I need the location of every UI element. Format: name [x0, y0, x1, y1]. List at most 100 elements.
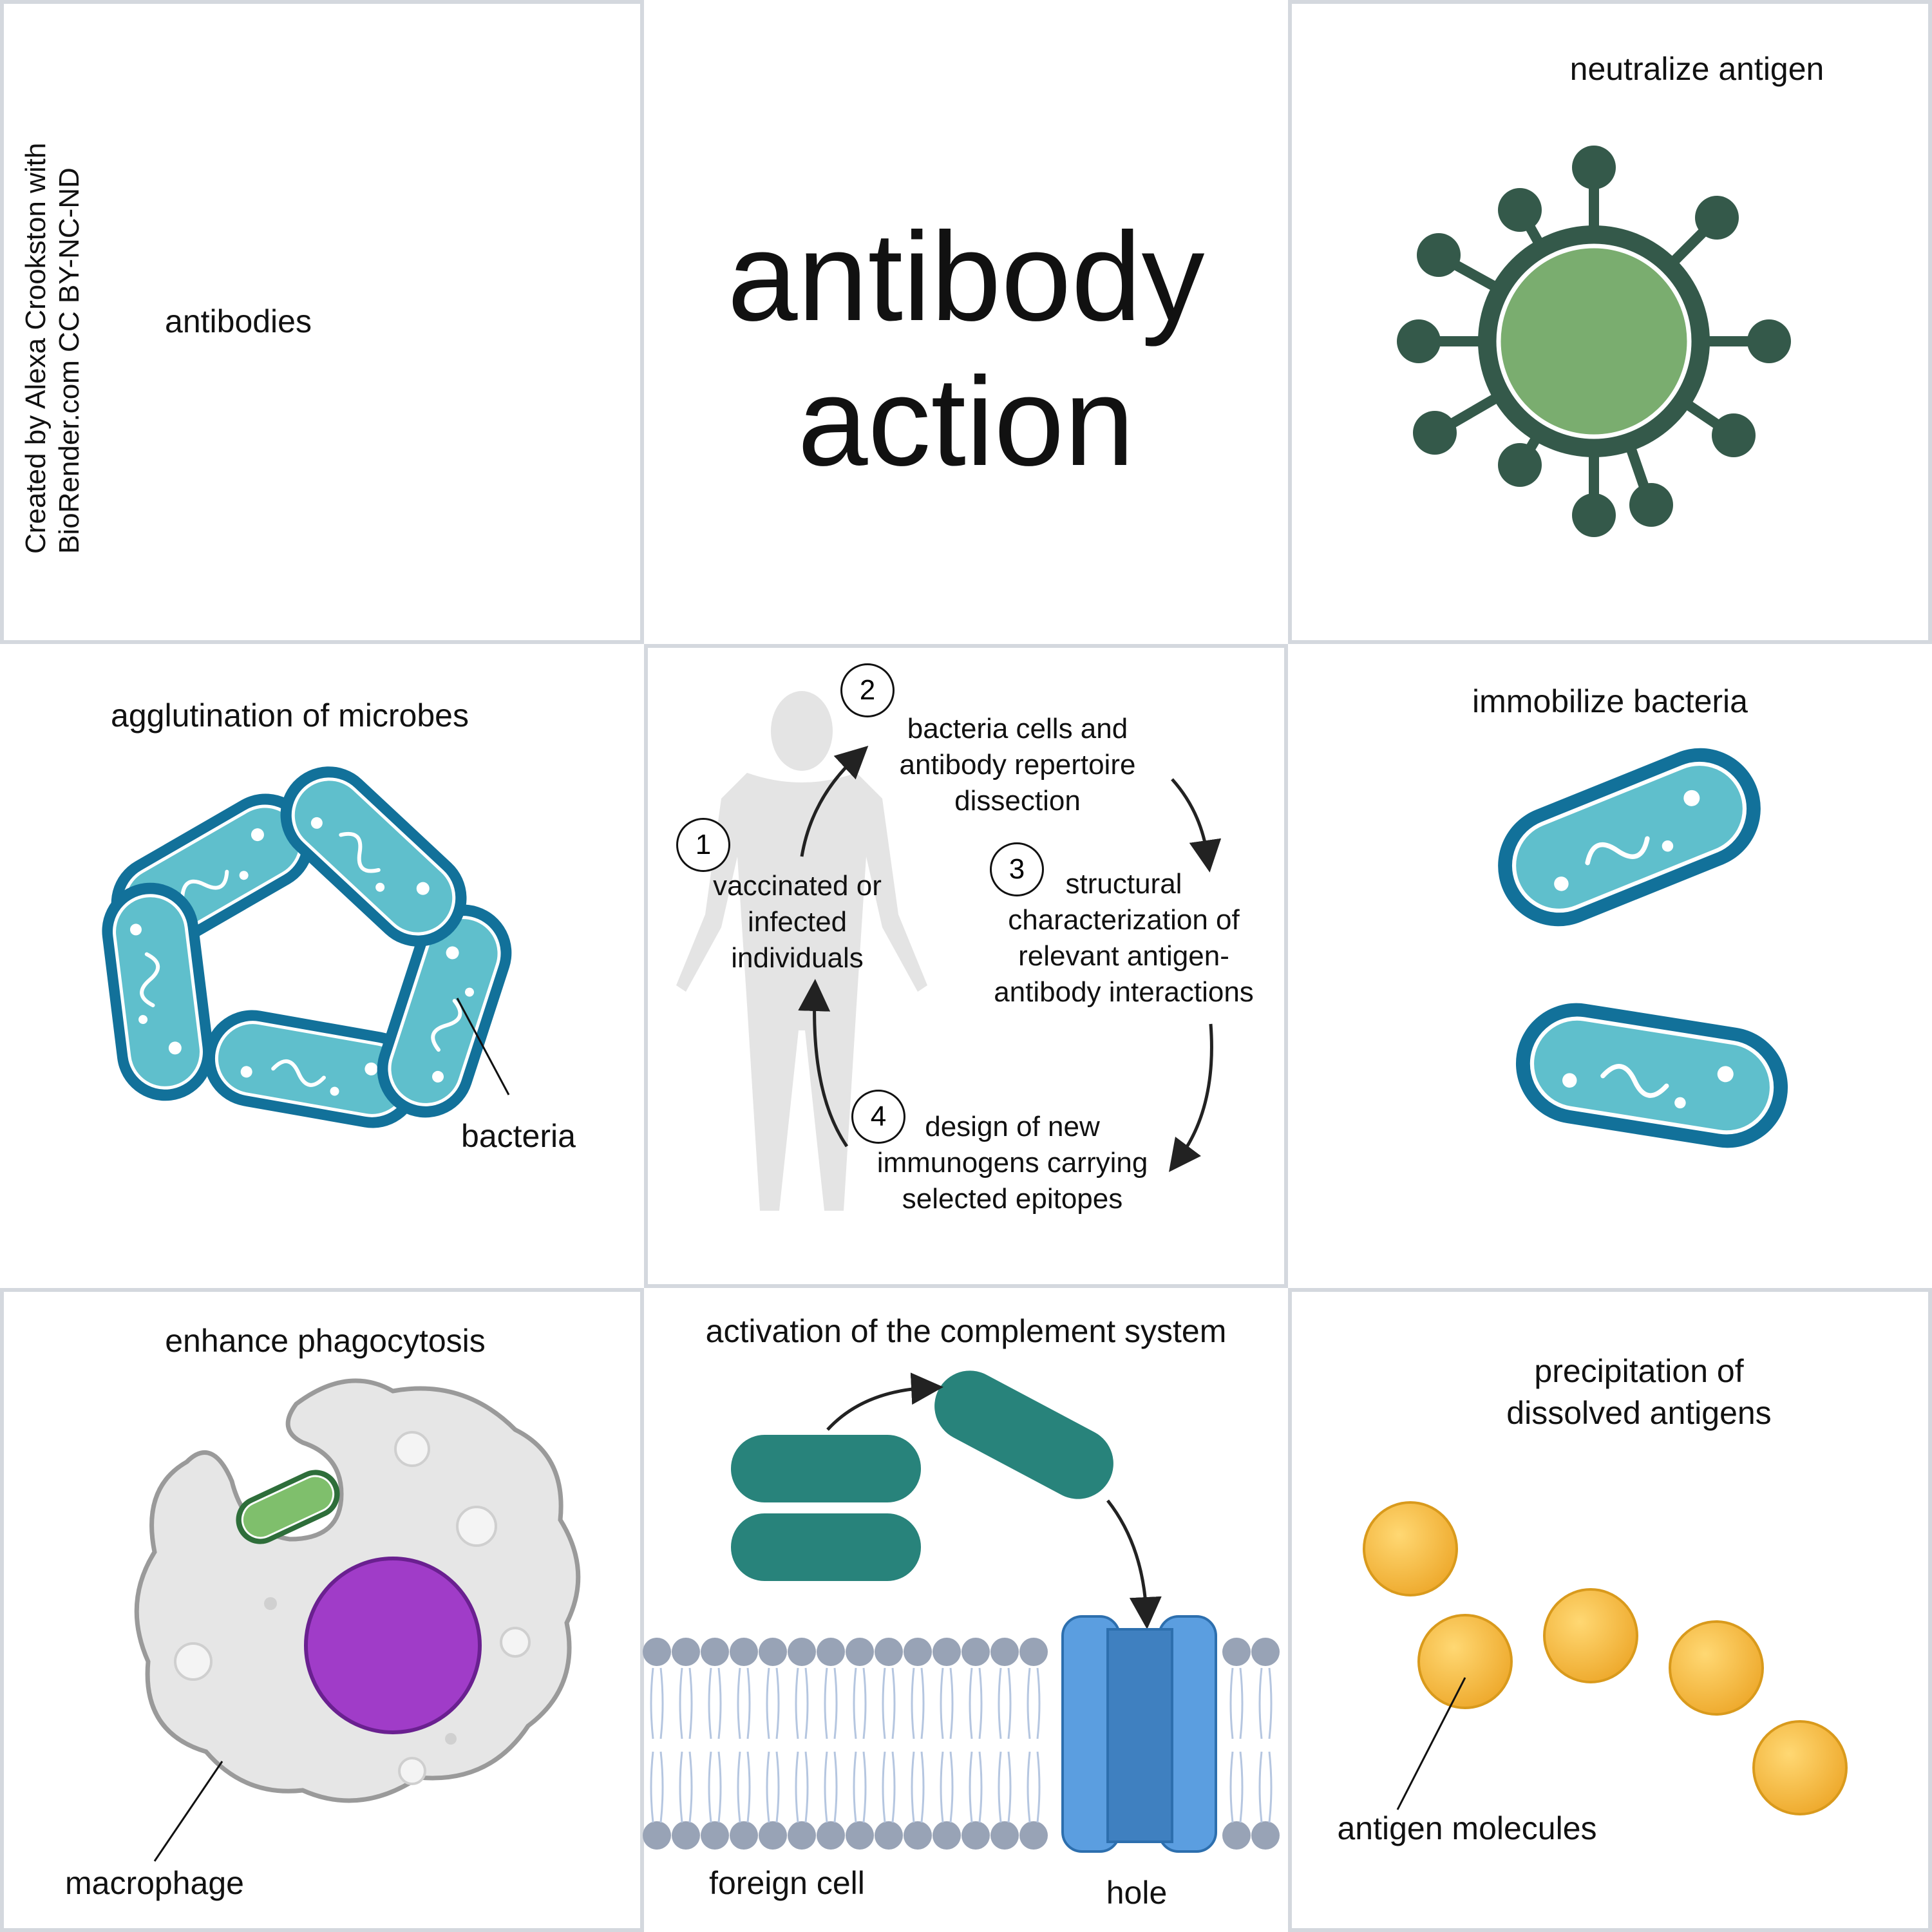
lipid-head: [817, 1638, 845, 1666]
lipid-tail: [882, 1667, 896, 1739]
lipid-tail: [824, 1667, 838, 1739]
lipid-head: [643, 1638, 671, 1666]
lipid-head: [904, 1821, 932, 1850]
lipid-tail: [853, 1751, 867, 1823]
lipid-tail: [940, 1667, 954, 1739]
lipid-tail: [1258, 1667, 1273, 1739]
step-4-number: 4: [851, 1090, 905, 1144]
lipid-tail: [911, 1751, 925, 1823]
lipid-tail: [911, 1667, 925, 1739]
lipid-tail: [1229, 1667, 1244, 1739]
title-line-1: antibody: [727, 206, 1205, 347]
lipid-tail: [708, 1751, 722, 1823]
lipid-head: [1251, 1638, 1280, 1666]
precipitation-title-2: dissolved antigens: [1506, 1395, 1772, 1431]
macrophage-label: macrophage: [65, 1865, 244, 1901]
lipid-head: [846, 1638, 874, 1666]
step-2-line-1: bacteria cells and: [907, 713, 1128, 744]
lipid-head: [1222, 1638, 1251, 1666]
hole-label: hole: [1106, 1875, 1168, 1911]
precipitation-title-1: precipitation of: [1534, 1353, 1744, 1389]
lipid-head: [672, 1638, 700, 1666]
lipid-tail: [998, 1751, 1012, 1823]
title-line-2: action: [797, 351, 1135, 492]
lipid-tail: [795, 1667, 809, 1739]
phagocytosis-title: enhance phagocytosis: [165, 1323, 486, 1359]
immobilize-title: immobilize bacteria: [1472, 683, 1748, 719]
lipid-tail: [824, 1751, 838, 1823]
lipid-head: [788, 1638, 816, 1666]
lipid-head: [759, 1821, 787, 1850]
lipid-tail: [766, 1667, 780, 1739]
macrophage-cell: [134, 1378, 581, 1862]
lipid-tail: [650, 1667, 664, 1739]
antibodies-label: antibodies: [165, 303, 312, 339]
lipid-tail: [795, 1751, 809, 1823]
step-1-number: 1: [676, 818, 730, 872]
lipid-head: [1222, 1821, 1251, 1850]
lipid-head: [961, 1638, 990, 1666]
credit-line-2: BioRender.com CC BY-NC-ND: [53, 167, 85, 554]
lipid-tail: [998, 1667, 1012, 1739]
lipid-tail: [708, 1667, 722, 1739]
virus: [1397, 146, 1791, 537]
lipid-tail: [737, 1751, 751, 1823]
bacteria-label: bacteria: [461, 1118, 576, 1154]
lipid-head: [643, 1821, 671, 1850]
step-2-line-3: dissection: [954, 785, 1081, 817]
lipid-tail: [1027, 1667, 1041, 1739]
lipid-tail: [882, 1751, 896, 1823]
cycle-arrows: [798, 745, 1222, 1173]
lipid-tail: [679, 1751, 693, 1823]
step-3-line-4: antibody interactions: [994, 976, 1254, 1008]
complement-title: activation of the complement system: [705, 1313, 1227, 1349]
step-1-text: vaccinated or infected individuals: [713, 868, 882, 976]
step-3-text: structural characterization of relevant …: [994, 866, 1254, 1010]
lipid-head: [1019, 1638, 1048, 1666]
step-3-line-2: characterization of: [1008, 904, 1240, 936]
lipid-head: [904, 1638, 932, 1666]
lipid-head: [990, 1821, 1019, 1850]
lipid-head: [701, 1821, 729, 1850]
panel-immobilize: [1288, 644, 1932, 1288]
lipid-head: [788, 1821, 816, 1850]
lipid-tail: [969, 1667, 983, 1739]
lipid-head: [759, 1638, 787, 1666]
step-4-text: design of new immunogens carrying select…: [877, 1109, 1148, 1217]
panel-antibodies: [0, 0, 644, 644]
lipid-head: [875, 1638, 903, 1666]
step-4-line-1: design of new: [925, 1111, 1100, 1142]
lipid-head: [933, 1638, 961, 1666]
lipid-head: [846, 1821, 874, 1850]
lipid-tail: [940, 1751, 954, 1823]
lipid-head: [933, 1821, 961, 1850]
step-4-line-2: immunogens carrying: [876, 1147, 1148, 1179]
agglutination-title: agglutination of microbes: [111, 697, 469, 734]
lipid-head: [672, 1821, 700, 1850]
credit-text: Created by Alexa Crookston with BioRende…: [19, 143, 86, 554]
step-4-line-3: selected epitopes: [902, 1183, 1123, 1215]
lipid-head: [817, 1821, 845, 1850]
lipid-head: [1019, 1821, 1048, 1850]
lipid-head: [961, 1821, 990, 1850]
foreign-cell-label: foreign cell: [709, 1865, 865, 1901]
lipid-tail: [853, 1667, 867, 1739]
antigen-molecules: [1363, 1501, 1848, 1815]
lipid-head: [730, 1821, 758, 1850]
lipid-tail: [650, 1751, 664, 1823]
panel-title: [644, 0, 1288, 644]
lipid-tail: [1229, 1751, 1244, 1823]
step-2-line-2: antibody repertoire: [899, 749, 1136, 781]
credit-line-1: Created by Alexa Crookston with: [20, 142, 52, 554]
bacteria-chain: [93, 746, 524, 1135]
lipid-tail: [737, 1667, 751, 1739]
step-3-number: 3: [990, 842, 1044, 896]
lipid-head: [1251, 1821, 1280, 1850]
antigen-molecules-label: antigen molecules: [1337, 1810, 1597, 1846]
step-1-line-2: infected: [747, 906, 848, 938]
step-3-line-1: structural: [1065, 868, 1182, 900]
lipid-head: [990, 1638, 1019, 1666]
lipid-tail: [766, 1751, 780, 1823]
complement-membrane: [643, 1370, 1280, 1853]
